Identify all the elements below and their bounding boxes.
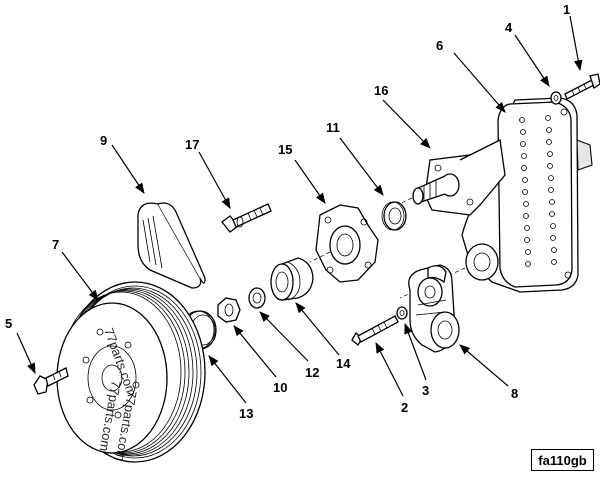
tensioner-bolt — [351, 315, 399, 346]
callout-2: 2 — [401, 400, 408, 415]
callout-4: 4 — [505, 20, 513, 35]
crankshaft-pulley — [56, 281, 206, 463]
callout-3: 3 — [422, 383, 429, 398]
callout-13: 13 — [239, 406, 253, 421]
callout-5: 5 — [5, 316, 12, 331]
diagram-code-label: fa110gb — [531, 449, 594, 471]
idler-bearing — [270, 257, 314, 301]
tensioner-washer — [396, 306, 408, 320]
leader-lines — [16, 15, 583, 404]
callout-8: 8 — [511, 386, 518, 401]
top-washer — [550, 91, 562, 105]
callout-17: 17 — [185, 137, 199, 152]
callout-14: 14 — [336, 356, 351, 371]
idler-hub — [309, 204, 379, 283]
flat-washer — [248, 287, 266, 309]
callout-1: 1 — [563, 2, 570, 17]
callout-12: 12 — [305, 365, 319, 380]
callout-10: 10 — [273, 380, 287, 395]
drive-belt — [137, 202, 206, 289]
hex-nut — [217, 297, 241, 323]
callout-6: 6 — [436, 38, 443, 53]
top-bolt — [564, 73, 600, 100]
callout-7: 7 — [52, 237, 59, 252]
mounting-bracket — [399, 97, 593, 299]
idler-spindle — [394, 139, 506, 216]
pulley-bolt — [33, 367, 69, 395]
belt-tensioner — [408, 264, 460, 353]
callout-15: 15 — [278, 142, 292, 157]
callout-9: 9 — [100, 133, 107, 148]
callout-11: 11 — [326, 120, 340, 135]
bracket-bolt — [221, 203, 272, 233]
callout-16: 16 — [374, 83, 388, 98]
spacer-ring — [381, 201, 407, 231]
callout-labels: 1 2 3 4 5 6 7 8 9 10 11 12 13 14 15 16 1… — [5, 2, 570, 421]
